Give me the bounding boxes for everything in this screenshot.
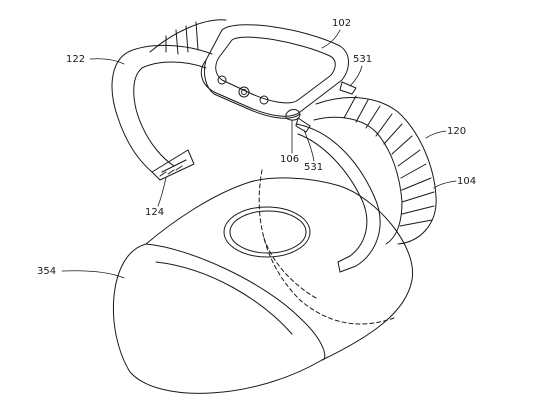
- connector-531-upper: [339, 81, 357, 95]
- band-right-outer: [315, 97, 437, 245]
- dock-strap-tip: [337, 261, 341, 273]
- leader-104: [433, 180, 457, 189]
- watch-button-2-inner: [241, 89, 247, 95]
- stand-hidden-edge-2: [263, 237, 317, 299]
- ref-label-connector-lower: 531: [304, 162, 324, 173]
- ref-label-connector-upper: 531: [353, 54, 373, 65]
- dock-strap-outer: [295, 123, 381, 273]
- ref-label-dock-strap: 104: [457, 176, 477, 187]
- stand-outline: [113, 177, 414, 394]
- leader-122: [89, 58, 125, 65]
- band-right: [149, 19, 437, 245]
- ref-label-sensor: 106: [280, 154, 300, 165]
- leader-102: [321, 29, 341, 49]
- watch-screen: [215, 36, 336, 104]
- sensor-106: [285, 109, 301, 121]
- band-right-top: [149, 19, 227, 53]
- charging-stand: [113, 169, 414, 394]
- leader-354: [61, 270, 125, 279]
- watch: [200, 24, 357, 133]
- charging-puck: [223, 206, 311, 258]
- band-right-inner: [313, 116, 403, 245]
- band-left-links: [165, 21, 199, 55]
- stand-front-rim: [145, 243, 326, 361]
- ref-label-band-left: 122: [66, 54, 86, 65]
- watch-side: [203, 59, 301, 119]
- band-end-clip-slot: [161, 159, 187, 173]
- connector-531-lower: [295, 117, 311, 133]
- stand-hidden-edge: [258, 169, 395, 325]
- band-end-teeth: [159, 165, 183, 177]
- leader-120: [425, 130, 447, 139]
- band-left-outer: [111, 45, 213, 173]
- watch-case: [200, 24, 349, 117]
- leader-124: [157, 177, 167, 207]
- ref-label-band-right: 120: [447, 126, 467, 137]
- band-left-inner: [133, 61, 207, 167]
- leader-lines: [61, 29, 457, 279]
- band-left: [111, 45, 213, 181]
- watch-button-3: [259, 95, 269, 105]
- stand-front-face: [155, 261, 293, 335]
- leader-531-lower: [303, 129, 315, 162]
- dock-strap-inner: [297, 133, 368, 263]
- watch-button-1: [217, 75, 227, 85]
- leader-531-upper: [349, 65, 363, 87]
- ref-label-watch: 102: [332, 18, 352, 29]
- ref-label-charging-stand: 354: [37, 266, 57, 277]
- band-right-links: [343, 95, 435, 227]
- ref-label-band-end: 124: [145, 207, 165, 218]
- charging-puck-inner: [229, 210, 307, 254]
- watch-button-2: [238, 86, 250, 98]
- band-end-clip: [151, 149, 195, 181]
- dock-strap: [295, 123, 381, 273]
